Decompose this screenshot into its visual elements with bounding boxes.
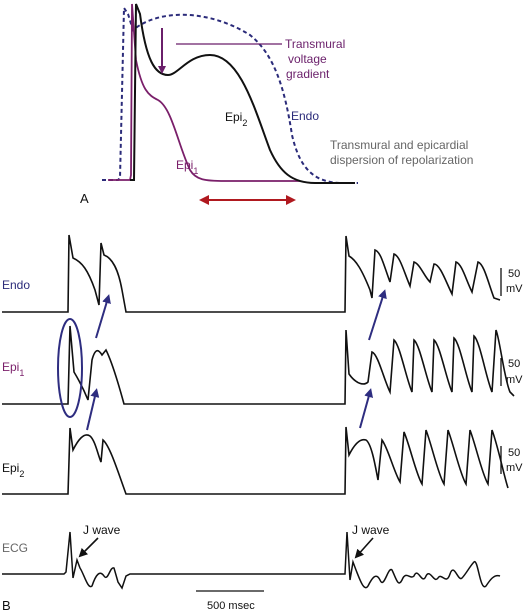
epi1-trace xyxy=(2,325,515,405)
panel-a-epi2-label: Epi2 xyxy=(225,110,247,128)
scale-bar-epi1-unit: mV xyxy=(506,374,523,386)
dispersion-label-2: dispersion of repolarization xyxy=(330,153,473,167)
trace-label-ecg: ECG xyxy=(2,541,28,555)
panel-a-letter: A xyxy=(80,191,89,206)
panel-a: Transmural voltage gradient Epi2 Endo Ep… xyxy=(80,3,473,206)
trace-label-epi1: Epi1 xyxy=(2,360,24,378)
dispersion-label-1: Transmural and epicardial xyxy=(330,138,468,152)
panel-a-endo-trace xyxy=(102,4,358,184)
blue-arrow-epi1-endo-left xyxy=(95,294,111,339)
panel-a-epi1-trace xyxy=(108,3,300,182)
panel-b: Endo Epi1 Epi2 ECG 50 mV 50 xyxy=(2,234,523,613)
scale-bar-endo-unit: mV xyxy=(506,283,523,295)
gradient-label-2: voltage xyxy=(288,52,327,66)
trace-label-epi2: Epi2 xyxy=(2,461,24,479)
panel-a-epi1-label: Epi1 xyxy=(176,158,198,176)
endo-trace xyxy=(2,234,501,313)
j-wave-arrow-right xyxy=(354,537,374,559)
blue-arrow-epi2-epi1-right xyxy=(359,388,373,429)
time-scale-label: 500 msec xyxy=(207,600,255,612)
scale-bar-epi1: 50 mV xyxy=(500,358,523,386)
panel-b-letter: B xyxy=(2,598,11,613)
scale-bar-endo-value: 50 xyxy=(508,268,520,280)
trace-label-endo: Endo xyxy=(2,278,30,292)
scale-bar-epi2: 50 mV xyxy=(500,446,523,474)
blue-arrow-epi1-endo-right xyxy=(368,289,387,341)
epi1-onset-ellipse xyxy=(57,318,83,418)
j-wave-arrow-left xyxy=(78,537,99,558)
blue-arrow-epi2-epi1-left xyxy=(86,388,100,431)
j-wave-label-right: J wave xyxy=(352,523,390,537)
ecg-trace xyxy=(2,531,501,590)
panel-a-epi2-trace xyxy=(130,3,355,184)
j-wave-label-left: J wave xyxy=(83,523,121,537)
scale-bar-epi2-unit: mV xyxy=(506,462,523,474)
scale-bar-epi1-value: 50 xyxy=(508,358,520,370)
panel-a-endo-label: Endo xyxy=(291,109,319,123)
scale-bar-epi2-value: 50 xyxy=(508,447,520,459)
gradient-label-1: Transmural xyxy=(285,37,345,51)
epi2-trace xyxy=(2,426,509,495)
scale-bar-endo: 50 mV xyxy=(500,268,523,296)
gradient-label-3: gradient xyxy=(286,67,330,81)
